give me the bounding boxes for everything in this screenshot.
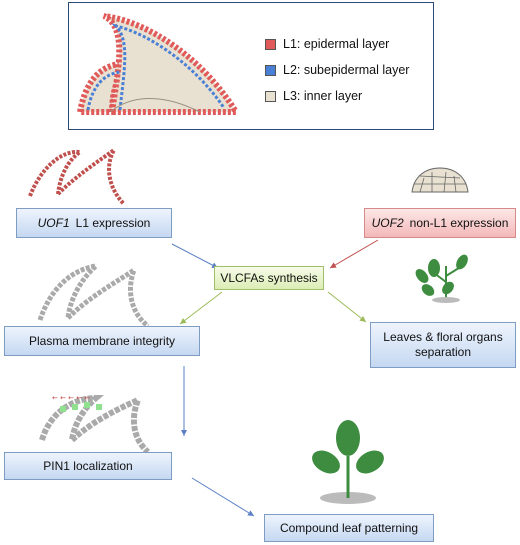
membrane-label: Plasma membrane integrity [28, 333, 176, 348]
inner-cells-illustration [411, 167, 469, 193]
uof2-text: non-L1 expression [409, 215, 509, 230]
pin1-box: PIN1 localization [4, 452, 172, 480]
arrow-vlcfa-to-membrane [179, 291, 223, 325]
uof1-gene-label: UOF1 [37, 215, 70, 230]
uof1-text: L1 expression [75, 215, 151, 230]
separation-box: Leaves & floral organs separation [370, 322, 516, 368]
arrow-pin1-to-compound [191, 477, 255, 517]
legend-item-l3: L3: inner layer [265, 89, 362, 103]
membrane-box: Plasma membrane integrity [4, 326, 200, 356]
arrow-vlcfa-to-separation [327, 291, 367, 323]
arrow-uof1-to-vlcfa [171, 243, 219, 269]
small-plant-illustration [415, 254, 468, 303]
pin1-label: PIN1 localization [43, 458, 133, 473]
uof2-box: UOF2 non-L1 expression [364, 208, 516, 238]
legend-item-l2: L2: subepidermal layer [265, 63, 409, 77]
legend-label-l3: L3: inner layer [283, 89, 363, 103]
membrane-outline-illustration [37, 262, 150, 328]
l1-swatch [265, 38, 276, 50]
legend-label-l1: L1: epidermal layer [283, 37, 390, 51]
l3-swatch [265, 90, 276, 102]
pin1-illustration: ← ← ← ← ← [39, 394, 151, 455]
compound-label: Compound leaf patterning [279, 520, 419, 535]
uof2-gene-label: UOF2 [371, 215, 404, 230]
shoot-apex-illustration [76, 13, 242, 115]
vlcfa-label: VLCFAs synthesis [220, 270, 318, 285]
legend-label-l2: L2: subepidermal layer [283, 63, 410, 77]
l1-outline-illustration [28, 148, 126, 206]
legend-item-l1: L1: epidermal layer [265, 37, 389, 51]
uof1-box: UOF1 L1 expression [16, 208, 172, 238]
separation-label: Leaves & floral organs separation [383, 330, 503, 359]
vlcfa-box: VLCFAs synthesis [214, 266, 324, 290]
arrow-uof2-to-vlcfa [329, 239, 379, 269]
compound-box: Compound leaf patterning [264, 514, 434, 542]
compound-leaf-illustration [312, 420, 384, 504]
svg-text:← ← ← ← ←: ← ← ← ← ← [52, 394, 90, 402]
l2-swatch [265, 64, 276, 76]
